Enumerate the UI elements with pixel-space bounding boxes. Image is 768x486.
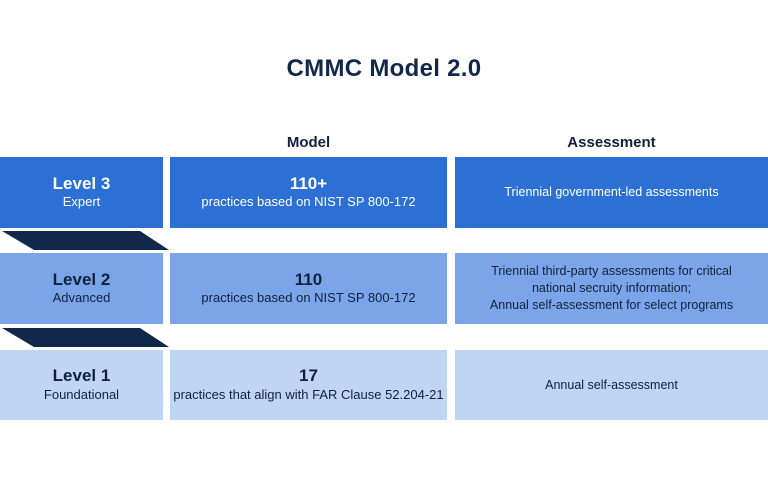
level-2-model-cell: 110 practices based on NIST SP 800-172 <box>170 253 447 324</box>
level-2-label-cell: Level 2 Advanced <box>0 253 163 324</box>
level-3-practice-count: 110+ <box>289 173 328 193</box>
level-1-name: Level 1 <box>52 366 111 386</box>
fold-divider-bottom <box>2 328 169 347</box>
column-header-model: Model <box>286 134 331 151</box>
level-2-practice-desc: practices based on NIST SP 800-172 <box>201 290 416 306</box>
level-1-label-cell: Level 1 Foundational <box>0 350 163 420</box>
level-1-tier: Foundational <box>43 386 120 402</box>
level-1-practice-count: 17 <box>299 366 318 386</box>
column-header-assessment: Assessment <box>567 134 656 151</box>
fold-divider-top <box>2 231 169 250</box>
level-1-assessment-text: Annual self-assessment <box>545 377 678 392</box>
level-3-tier: Expert <box>62 194 101 210</box>
level-3-practice-desc: practices based on NIST SP 800-172 <box>201 194 416 210</box>
level-2-assessment-cell: Triennial third-party assessments for cr… <box>455 253 768 324</box>
level-3-assessment-cell: Triennial government-led assessments <box>455 157 768 228</box>
level-3-assessment-text: Triennial government-led assessments <box>504 185 719 200</box>
level-3-name: Level 3 <box>52 173 111 193</box>
level-2-practice-count: 110 <box>294 269 323 289</box>
level-3-model-cell: 110+ practices based on NIST SP 800-172 <box>170 157 447 228</box>
level-1-practice-desc: practices that align with FAR Clause 52.… <box>173 386 444 402</box>
page-title: CMMC Model 2.0 <box>286 55 482 82</box>
level-1-model-cell: 17 practices that align with FAR Clause … <box>170 350 447 420</box>
level-3-label-cell: Level 3 Expert <box>0 157 163 228</box>
level-2-name: Level 2 <box>52 269 111 289</box>
level-2-tier: Advanced <box>52 290 111 306</box>
level-1-assessment-cell: Annual self-assessment <box>455 350 768 420</box>
level-2-assessment-text: Triennial third-party assessments for cr… <box>489 264 734 312</box>
